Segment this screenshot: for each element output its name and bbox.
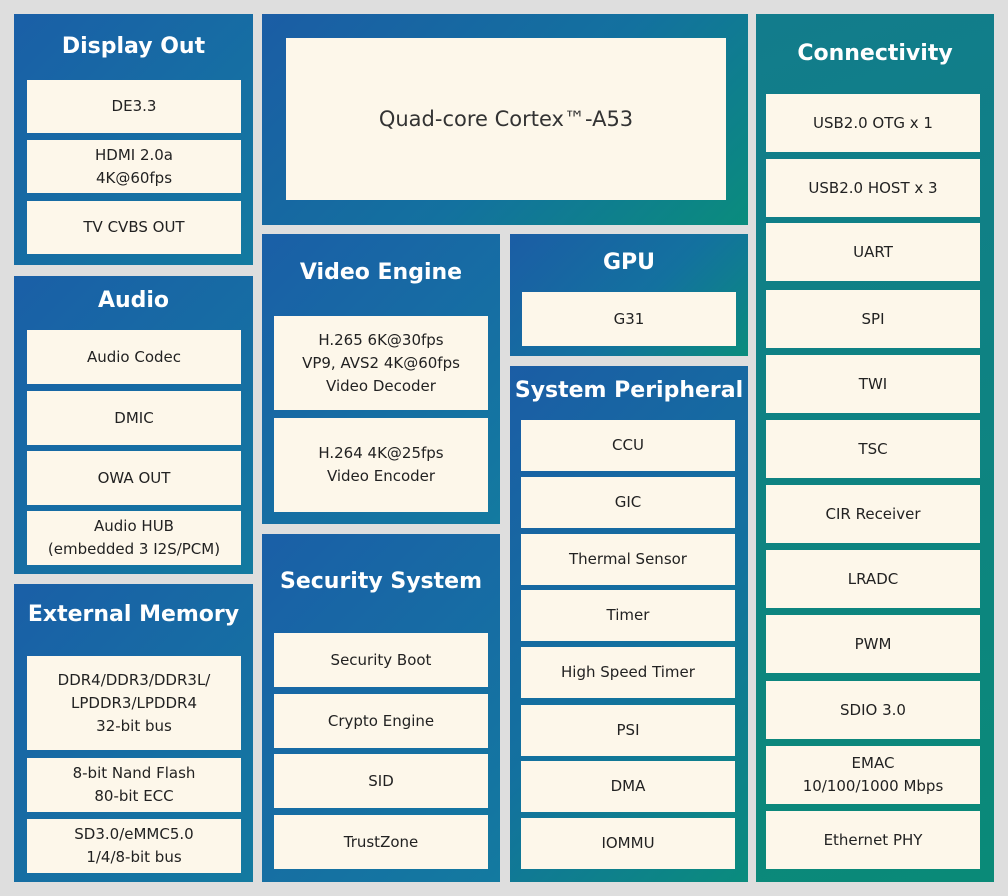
audio-item-dmic: DMIC <box>27 391 241 445</box>
connectivity-item-pwm: PWM <box>766 615 980 673</box>
memory-item-sd-emmc: SD3.0/eMMC5.0 1/4/8-bit bus <box>27 819 241 873</box>
display-out-item-hdmi: HDMI 2.0a 4K@60fps <box>27 140 241 193</box>
external-memory-title: External Memory <box>27 602 240 627</box>
security-item-sid: SID <box>274 754 488 808</box>
connectivity-item-spi: SPI <box>766 290 980 348</box>
connectivity-item-uart: UART <box>766 223 980 281</box>
peripheral-item-psi: PSI <box>521 705 735 756</box>
peripheral-item-thermal-sensor: Thermal Sensor <box>521 534 735 585</box>
gpu-title: GPU <box>602 250 656 275</box>
connectivity-item-cir-receiver: CIR Receiver <box>766 485 980 543</box>
connectivity-item-usb-otg: USB2.0 OTG x 1 <box>766 94 980 152</box>
security-system-title: Security System <box>279 569 483 594</box>
display-out-block: Display Out DE3.3 HDMI 2.0a 4K@60fps TV … <box>14 14 253 265</box>
system-peripheral-title: System Peripheral <box>514 378 744 403</box>
cpu-label: Quad-core Cortex™-A53 <box>286 38 726 200</box>
security-item-boot: Security Boot <box>274 633 488 687</box>
cpu-block: Quad-core Cortex™-A53 <box>262 14 748 225</box>
display-out-item-de: DE3.3 <box>27 80 241 133</box>
connectivity-item-sdio: SDIO 3.0 <box>766 681 980 739</box>
peripheral-item-timer: Timer <box>521 590 735 641</box>
security-system-block: Security System Security Boot Crypto Eng… <box>262 534 500 882</box>
connectivity-item-emac: EMAC 10/100/1000 Mbps <box>766 746 980 804</box>
audio-item-codec: Audio Codec <box>27 330 241 384</box>
audio-item-hub: Audio HUB (embedded 3 I2S/PCM) <box>27 511 241 565</box>
security-item-crypto-engine: Crypto Engine <box>274 694 488 748</box>
audio-block: Audio Audio Codec DMIC OWA OUT Audio HUB… <box>14 276 253 574</box>
video-engine-block: Video Engine H.265 6K@30fps VP9, AVS2 4K… <box>262 234 500 524</box>
connectivity-item-tsc: TSC <box>766 420 980 478</box>
audio-title: Audio <box>97 288 170 313</box>
video-item-decoder: H.265 6K@30fps VP9, AVS2 4K@60fps Video … <box>274 316 488 410</box>
connectivity-item-ethernet-phy: Ethernet PHY <box>766 811 980 869</box>
connectivity-item-lradc: LRADC <box>766 550 980 608</box>
video-item-encoder: H.264 4K@25fps Video Encoder <box>274 418 488 512</box>
display-out-item-tv-cvbs: TV CVBS OUT <box>27 201 241 254</box>
system-peripheral-block: System Peripheral CCU GIC Thermal Sensor… <box>510 366 748 882</box>
peripheral-item-gic: GIC <box>521 477 735 528</box>
memory-item-nand-flash: 8-bit Nand Flash 80-bit ECC <box>27 758 241 812</box>
external-memory-block: External Memory DDR4/DDR3/DDR3L/ LPDDR3/… <box>14 584 253 882</box>
connectivity-block: Connectivity USB2.0 OTG x 1 USB2.0 HOST … <box>756 14 994 882</box>
connectivity-title: Connectivity <box>797 41 953 66</box>
security-item-trustzone: TrustZone <box>274 815 488 869</box>
memory-item-ddr: DDR4/DDR3/DDR3L/ LPDDR3/LPDDR4 32-bit bu… <box>27 656 241 750</box>
audio-item-owa-out: OWA OUT <box>27 451 241 505</box>
display-out-title: Display Out <box>61 34 206 59</box>
video-engine-title: Video Engine <box>299 260 463 285</box>
peripheral-item-iommu: IOMMU <box>521 818 735 869</box>
peripheral-item-high-speed-timer: High Speed Timer <box>521 647 735 698</box>
connectivity-item-usb-host: USB2.0 HOST x 3 <box>766 159 980 217</box>
peripheral-item-dma: DMA <box>521 761 735 812</box>
peripheral-item-ccu: CCU <box>521 420 735 471</box>
gpu-item-g31: G31 <box>522 292 736 346</box>
connectivity-item-twi: TWI <box>766 355 980 413</box>
gpu-block: GPU G31 <box>510 234 748 356</box>
